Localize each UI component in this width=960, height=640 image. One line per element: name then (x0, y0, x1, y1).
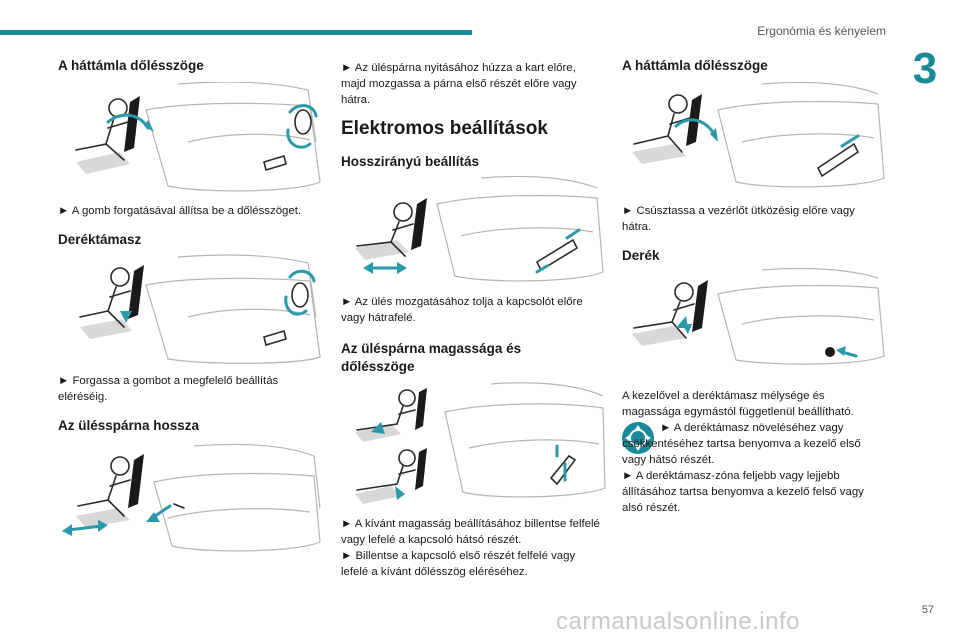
lumbar-knob-illustration (79, 254, 321, 364)
heading-longitudinal: Hosszirányú beállítás (341, 154, 480, 169)
backrest-knob-illustration (75, 82, 321, 192)
text-backrest-instruction: ► A gomb forgatásával állítsa be a dőlés… (58, 205, 302, 217)
cushion-length-illustration (62, 443, 321, 552)
page-number: 57 (921, 604, 934, 616)
heading-backrest-angle: A háttámla dőlésszöge (58, 58, 204, 73)
text-lumbar-instruction: ► Forgassa a gombot a megfelelő beállítá… (58, 375, 279, 403)
heading-lumbar-electric: Derék (622, 248, 660, 263)
heading-cushion-height-tilt: Az üléspárna magassága és dőlésszöge (341, 341, 522, 374)
heading-cushion-length: Az ülésspárna hossza (58, 418, 200, 433)
heading-backrest-angle-electric: A háttámla dőlésszöge (622, 58, 768, 73)
text-backrest-slider-instruction: ► Csúsztassa a vezérlőt ütközésig előre … (622, 205, 855, 233)
longitudinal-switch-illustration (355, 176, 604, 282)
text-lumbar-intro: A kezelővel a deréktámasz mélysége és ma… (622, 390, 854, 418)
text-cushion-length-instruction: ► Az üléspárna nyitásához húzza a kart e… (341, 62, 577, 106)
header-accent-bar (0, 30, 472, 35)
text-longitudinal-instruction: ► Az ülés mozgatásához tolja a kapcsolót… (341, 296, 583, 324)
text-lumbar-instruction-1: ► A deréktámasz növeléséhez vagy csökken… (622, 422, 861, 466)
text-height-instruction-1: ► A kívánt magasság beállításához billen… (341, 518, 600, 546)
heading-electric-adjustments: Elektromos beállítások (341, 118, 548, 139)
chapter-number: 3 (912, 44, 938, 93)
heading-lumbar: Deréktámasz (58, 232, 142, 247)
watermark: carmanualsonline.info (556, 608, 800, 635)
text-height-instruction-2: ► Billentse a kapcsoló első részét felfe… (341, 550, 576, 578)
section-title: Ergonómia és kényelem (757, 24, 886, 38)
backrest-slider-illustration (632, 82, 885, 188)
lumbar-control-illustration (632, 268, 885, 365)
text-lumbar-instruction-2: ► A deréktámasz-zóna feljebb vagy lejjeb… (622, 470, 864, 514)
cushion-height-switch-illustration (355, 382, 606, 504)
lumbar-control-icon (622, 422, 654, 454)
